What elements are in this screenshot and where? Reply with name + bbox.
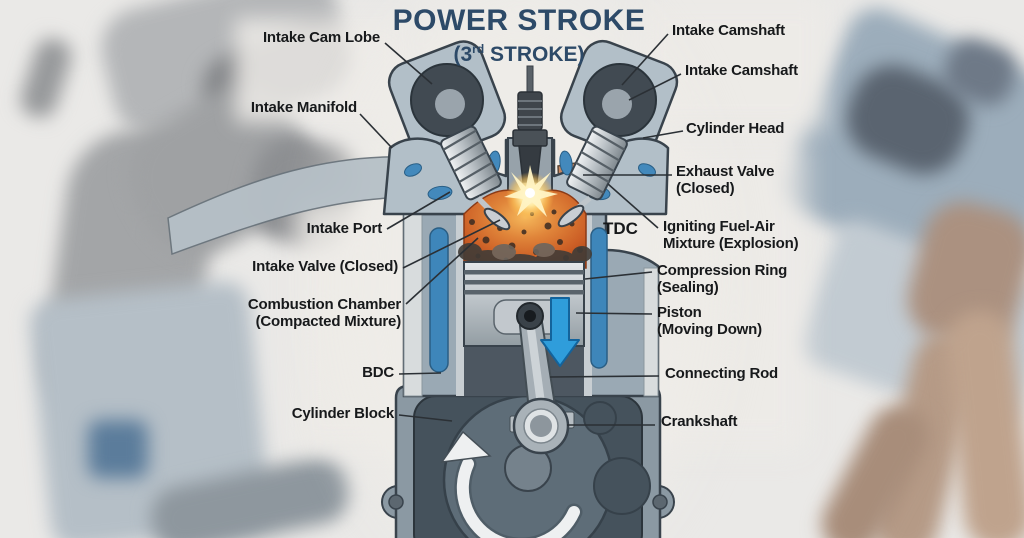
label-line: Intake Valve (Closed): [252, 258, 398, 275]
label-line: Intake Camshaft: [685, 62, 798, 79]
label-cylinder-head: Cylinder Head: [686, 120, 784, 137]
label-intake-camshaft-lower: Intake Camshaft: [685, 62, 798, 79]
label-intake-camshaft-upper: Intake Camshaft: [672, 22, 785, 39]
intake-cam-lobe-right: [583, 63, 657, 137]
label-intake-valve: Intake Valve (Closed): [252, 258, 398, 275]
label-line: Intake Port: [306, 220, 383, 237]
compression-rings: [464, 270, 584, 295]
label-line: (Closed): [676, 180, 735, 197]
label-bdc: BDC: [362, 364, 394, 381]
label-connecting-rod: Connecting Rod: [665, 365, 778, 382]
valve-train: [440, 125, 628, 231]
bg-left-blue-patch: [88, 420, 148, 478]
diagram-title: POWER STROKE (3rd STROKE): [269, 5, 769, 67]
label-combustion-chamber: Combustion Chamber(Compacted Mixture): [248, 296, 401, 330]
label-intake-cam-lobe: Intake Cam Lobe: [263, 29, 380, 46]
label-compression-ring: Compression Ring(Sealing): [657, 262, 787, 296]
crank-rotation-arrow: [440, 430, 583, 538]
label-line: Cylinder Block: [291, 405, 394, 422]
label-line: Intake Camshaft: [672, 22, 785, 39]
label-line: Cylinder Head: [686, 120, 785, 137]
connecting-rod-shape: [509, 302, 575, 455]
title-sub-post: STROKE): [484, 43, 585, 66]
piston-motion-arrow: [540, 297, 580, 367]
exhaust-valve-head: [557, 204, 585, 228]
label-line: (Moving Down): [657, 321, 762, 338]
spark-flash: [504, 165, 558, 220]
label-cylinder-block: Cylinder Block: [292, 405, 394, 422]
label-line: Compression Ring: [657, 262, 788, 279]
title-main: POWER STROKE: [392, 4, 646, 37]
label-crankshaft: Crankshaft: [661, 413, 738, 430]
exhaust-valve-spring: [566, 125, 628, 201]
title-sub-pre: (3: [453, 43, 473, 66]
label-line: Piston: [657, 304, 702, 321]
label-line: Connecting Rod: [665, 365, 779, 382]
title-sub: (3rd STROKE): [269, 37, 769, 67]
label-line: Igniting Fuel-Air: [663, 218, 775, 235]
label-intake-port: Intake Port: [306, 220, 383, 237]
label-line: Crankshaft: [661, 413, 738, 430]
crankshaft-shape: [442, 394, 651, 538]
label-line: Exhaust Valve: [676, 163, 775, 180]
spark-plug-shape: [512, 65, 548, 194]
title-sub-ordinal: rd: [472, 42, 485, 56]
label-line: (Compacted Mixture): [255, 313, 402, 330]
intake-valve-spring: [440, 125, 502, 201]
label-exhaust-valve: Exhaust Valve(Closed): [676, 163, 774, 197]
tdc-marker: TDC: [603, 219, 638, 238]
leader-lines: [359, 33, 684, 426]
label-intake-manifold: Intake Manifold: [251, 99, 357, 116]
label-line: BDC: [362, 364, 394, 381]
label-line: Combustion Chamber: [247, 296, 401, 313]
coolant-passages: [429, 227, 608, 373]
label-line: Mixture (Explosion): [663, 235, 799, 252]
label-line: Intake Cam Lobe: [262, 29, 380, 46]
label-line: (Sealing): [657, 279, 719, 296]
label-piston: Piston(Moving Down): [657, 304, 762, 338]
label-line: Intake Manifold: [250, 99, 357, 116]
